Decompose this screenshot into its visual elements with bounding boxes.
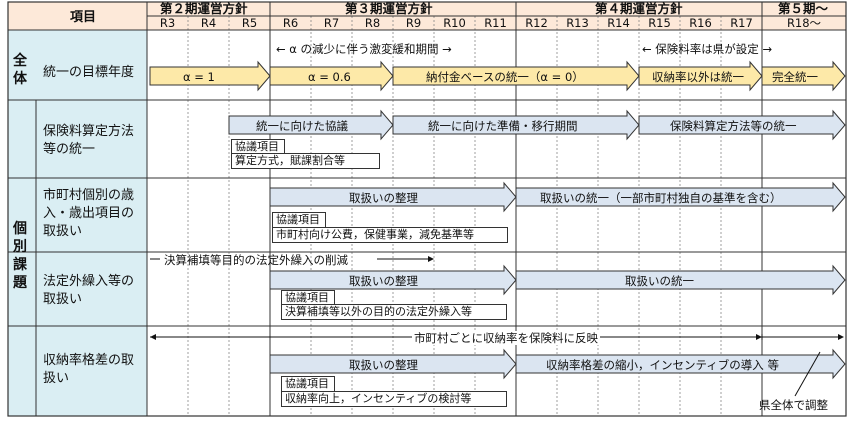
period-2-label: 第２期運営方針: [160, 1, 248, 16]
overall-label-bg: [8, 30, 147, 100]
year-label: R7: [324, 16, 339, 30]
period-5-label: 第５期〜: [778, 1, 829, 16]
municipal-arrow1: [269, 181, 517, 213]
alpha-reduce-note: ← α の減少に伴う激変緩和期間 →: [276, 42, 452, 56]
row-label-outside-law: 法定外繰入等の取扱い: [43, 274, 135, 307]
year-label: R13: [566, 16, 589, 30]
header-item-label: 項目: [70, 10, 97, 25]
year-label: R12: [525, 16, 548, 30]
premium-arrow3: [638, 109, 846, 141]
row-label-collection-gap: 収納率格差の取扱い: [43, 353, 135, 386]
year-label: R10: [443, 16, 466, 30]
alpha-1-label: α = 1: [183, 70, 215, 84]
outside-arrow1: [269, 264, 517, 296]
year-label: R9: [406, 16, 421, 30]
year-label: R15: [648, 16, 671, 30]
alpha-1-arrow: [149, 60, 271, 92]
row-label-target-year: 統一の目標年度: [43, 65, 135, 80]
collection-arrow2-label: 収納率格差の縮小，インセンティブの導入 等: [546, 358, 779, 372]
year-label: R14: [607, 16, 630, 30]
year-label: R3: [160, 16, 175, 30]
year-label: R4: [201, 16, 216, 30]
pref-adjust-note: 県全体で調整: [759, 398, 828, 412]
reflect-note: 市町村ごとに収納率を保険料に反映: [412, 331, 600, 345]
full-unify-label: 完全統一: [772, 70, 818, 84]
full-unify-arrow: [761, 60, 846, 92]
row-label-municipal-items: 市町村個別の歳入・歳出項目の取扱い: [43, 188, 135, 239]
premium-arrow1: [228, 109, 394, 141]
premium-arrow3-label: 保険料算定方法等の統一: [670, 119, 797, 133]
reflect-line-mid-head: [756, 334, 762, 340]
municipal-arrow2-label: 取扱いの統一（一部市町村独自の基準を含む）: [540, 191, 782, 205]
section-overall-label: 全体: [13, 53, 27, 87]
outer-frame: [7, 1, 847, 417]
except-collection-label: 収納率以外は統一: [652, 70, 744, 84]
municipal-arrow2: [515, 181, 846, 213]
section-individual-label: 個別課題: [13, 221, 27, 291]
municipal-agenda-title: 協議項目: [272, 212, 326, 228]
collection-arrow1-label: 取扱いの整理: [349, 358, 418, 372]
individual-section-bg: [8, 100, 36, 416]
premium-arrow1-label: 統一に向けた協議: [256, 119, 348, 133]
municipal-arrow1-label: 取扱いの整理: [349, 191, 418, 205]
premium-arrow2: [392, 109, 640, 141]
year-label: R16: [689, 16, 712, 30]
reflect-line-head: [838, 334, 844, 340]
except-collection-arrow: [638, 60, 763, 92]
reduce-note: 決算補填等目的の法定外繰入の削減: [164, 253, 348, 267]
outside-arrow2-label: 取扱いの統一: [625, 274, 694, 288]
collection-agenda-title: 協議項目: [281, 376, 335, 392]
outside-agenda-body: 決算補填等以外の目的の法定外繰入等: [281, 304, 507, 320]
year-label: R6: [283, 16, 298, 30]
year-label: R5: [242, 16, 257, 30]
reduce-line-head: [428, 256, 434, 262]
premium-agenda-title: 協議項目: [231, 139, 285, 155]
collection-agenda-body: 収納率向上，インセンティブの検討等: [281, 391, 507, 407]
year-label: R8: [365, 16, 380, 30]
outside-arrow2: [515, 264, 846, 296]
premium-arrow2-label: 統一に向けた準備・移行期間: [428, 119, 578, 133]
alpha-06-label: α = 0.6: [308, 70, 351, 84]
header-item-bg: [8, 2, 147, 30]
outside-arrow1-label: 取扱いの整理: [349, 274, 418, 288]
collection-arrow2: [515, 348, 846, 380]
municipal-agenda-body: 市町村向け公費，保健事業，減免基準等: [272, 227, 508, 243]
rate-set-by-pref-note: ← 保険料率は県が設定 →: [642, 42, 773, 56]
alpha-06-arrow: [269, 60, 394, 92]
year-label: R11: [484, 16, 507, 30]
payment-basis-label: 納付金ベースの統一（α = 0）: [426, 70, 584, 84]
year-label: R17: [730, 16, 753, 30]
reflect-line-tail: [150, 334, 156, 340]
pref-adjust-pointer: [794, 351, 821, 397]
payment-basis-arrow: [392, 60, 640, 92]
premium-agenda-body: 算定方式，賦課割合等: [231, 153, 380, 169]
individual-labels-bg: [36, 100, 147, 416]
period-4-label: 第４期運営方針: [595, 1, 683, 16]
period-3-label: 第３期運営方針: [345, 1, 433, 16]
year-label: R18〜: [787, 16, 822, 30]
row-label-premium-method: 保険料算定方法等の統一: [43, 124, 135, 157]
collection-arrow1: [269, 348, 517, 380]
